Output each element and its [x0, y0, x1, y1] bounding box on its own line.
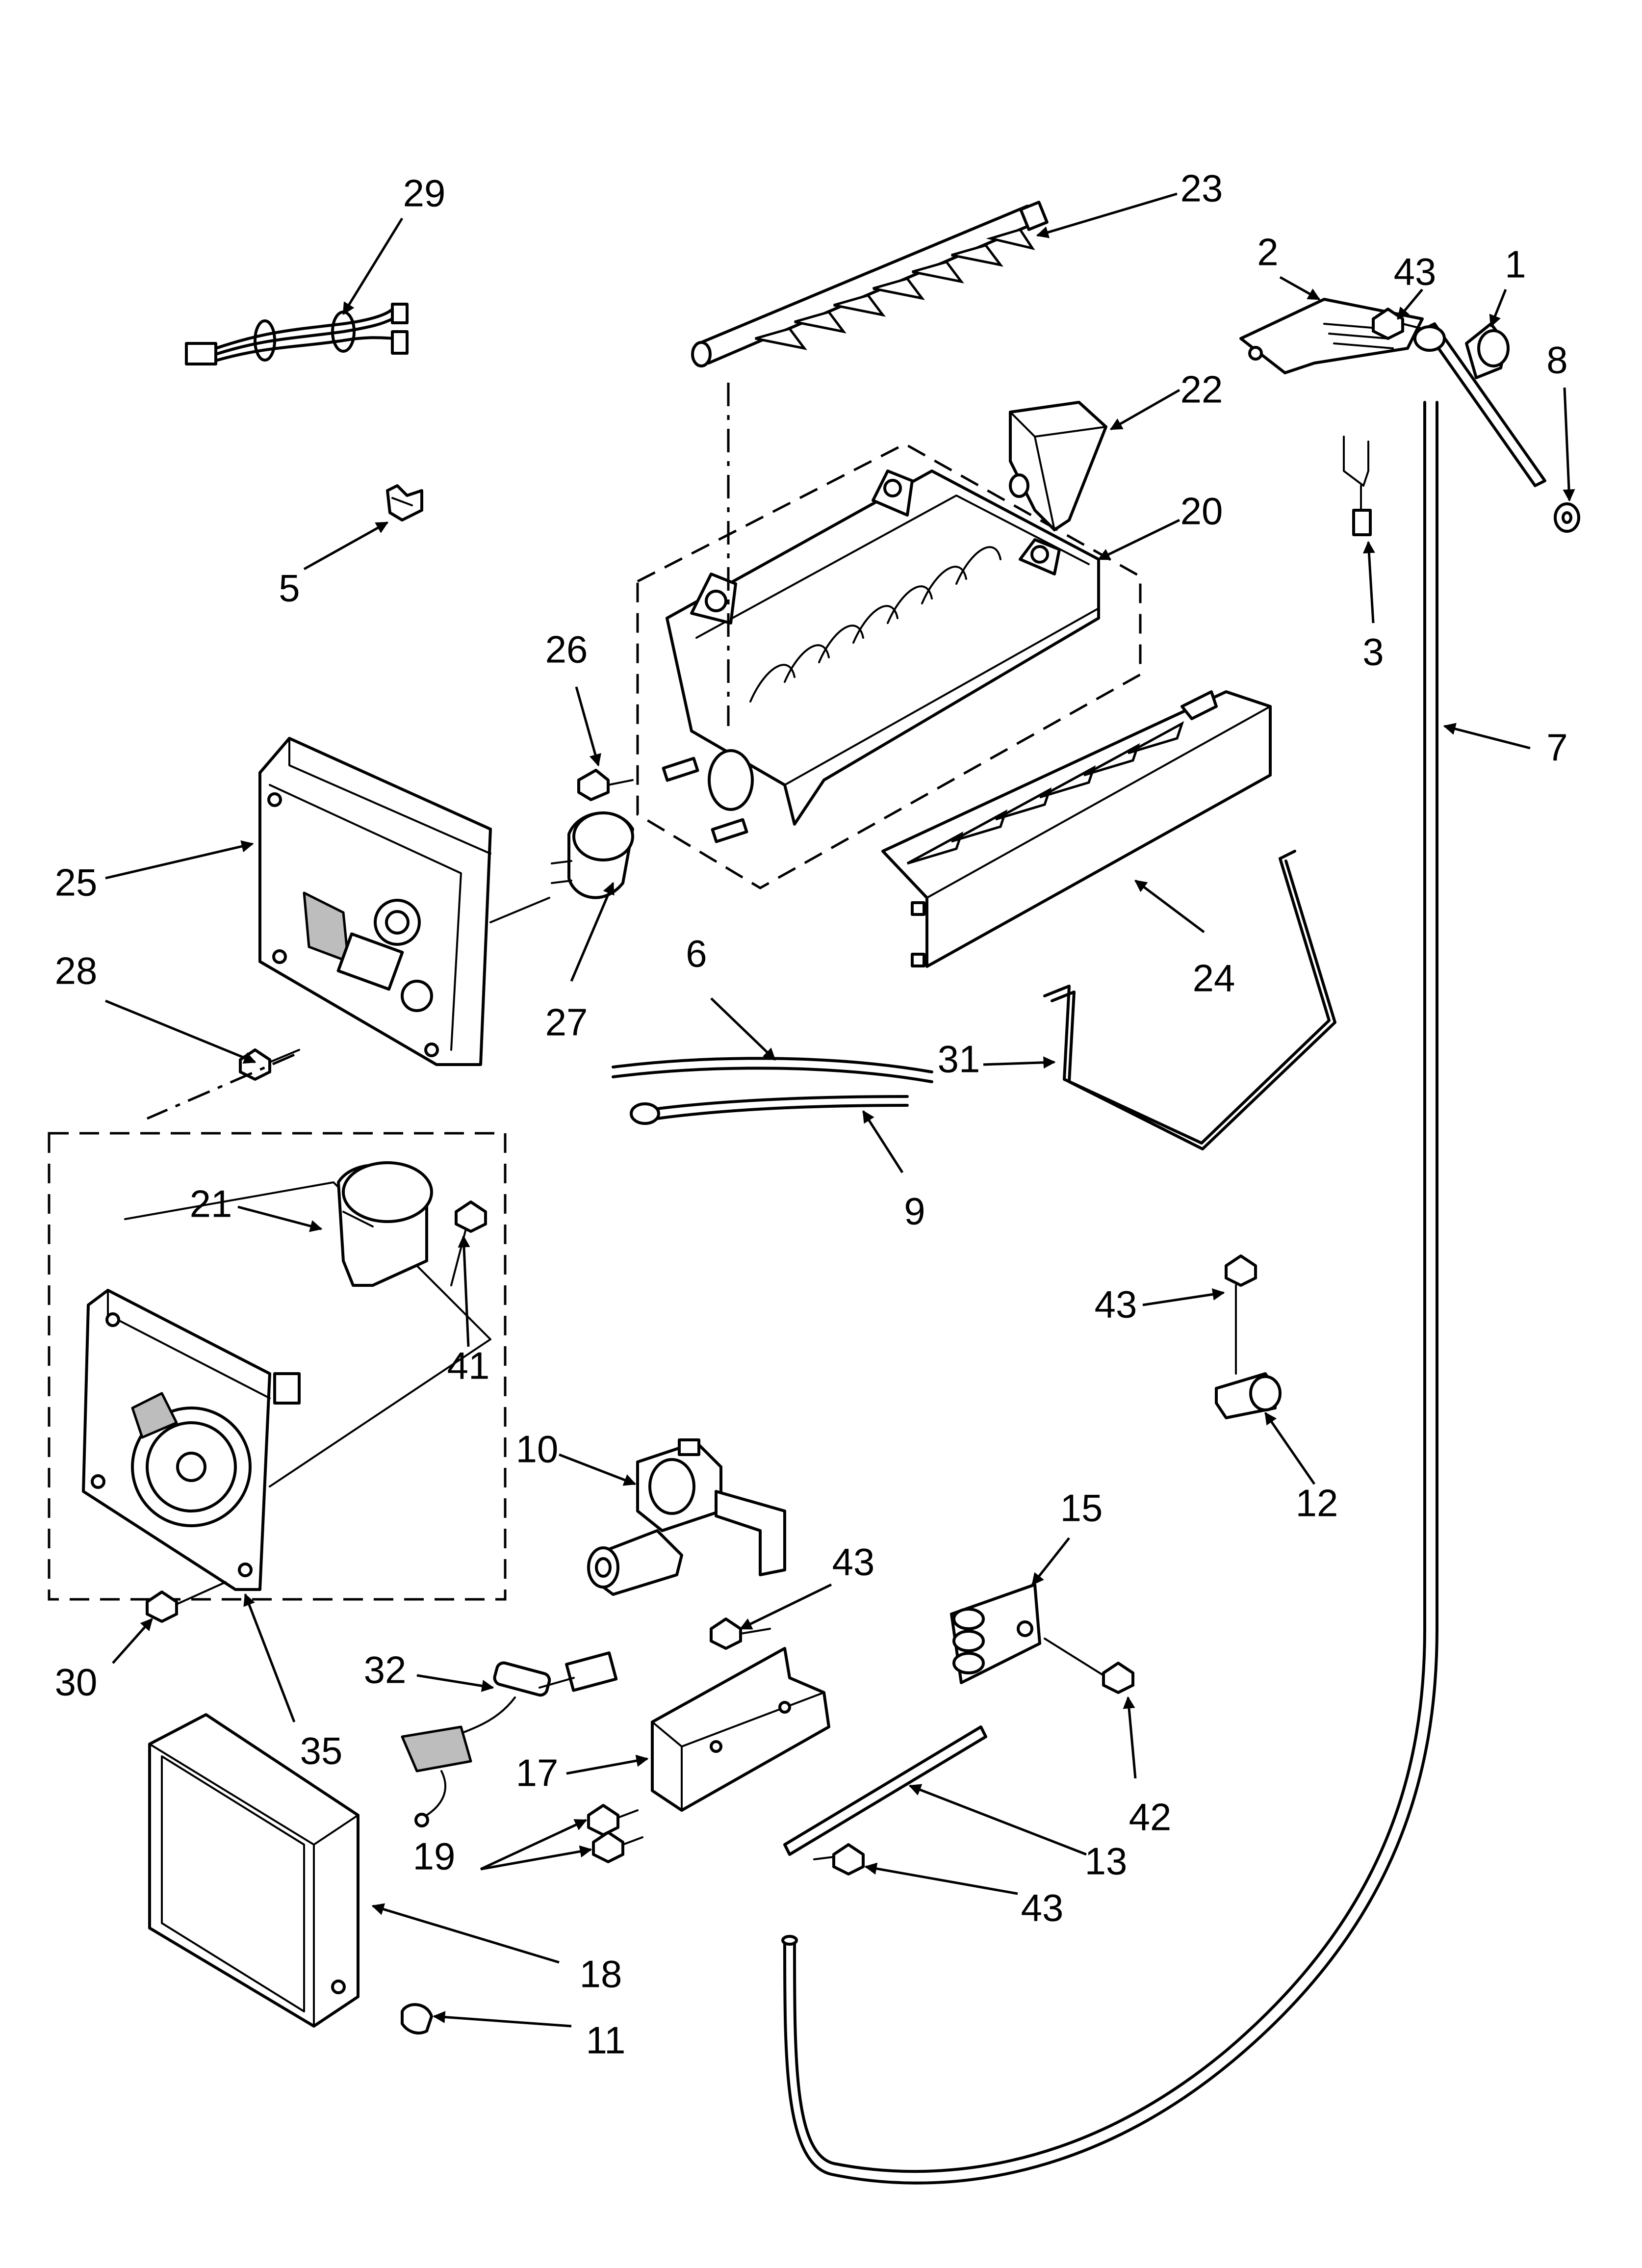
label-32: 32 [364, 1648, 407, 1692]
label-19: 19 [413, 1835, 456, 1878]
part-20-ice-mold [636, 443, 1142, 889]
part-22-fill-cup [1009, 401, 1107, 531]
part-11-plug [401, 2003, 433, 2034]
label-22: 22 [1180, 368, 1223, 411]
label-27: 27 [545, 1001, 588, 1044]
part-23-ejector [691, 201, 1049, 367]
dashed-guide-28 [147, 1053, 295, 1120]
label-5: 5 [279, 567, 300, 610]
label-23: 23 [1180, 167, 1223, 210]
label-11: 11 [586, 2019, 626, 2062]
part-25-control-housing [258, 737, 492, 1066]
part-41-screw [450, 1200, 487, 1286]
part-12-clamp [1215, 1372, 1282, 1419]
part-9-tube [630, 1095, 909, 1125]
part-17-mounting-bracket [651, 1647, 830, 1812]
label-28: 28 [55, 949, 98, 992]
label-43-top: 43 [1394, 250, 1437, 293]
label-41: 41 [447, 1344, 490, 1387]
fill-tube [1413, 322, 1546, 487]
group-box-35 [48, 1132, 507, 1601]
label-1: 1 [1505, 243, 1526, 286]
label-9: 9 [904, 1190, 925, 1233]
part-43-screw-bracket [710, 1617, 771, 1650]
part-number-labels: 29 5 23 2 43 1 8 22 20 3 7 26 25 27 24 2… [55, 167, 1568, 2062]
part-26-screw [577, 769, 634, 801]
label-10: 10 [516, 1428, 559, 1471]
label-29: 29 [403, 172, 446, 215]
label-6: 6 [686, 932, 707, 975]
part-42-screw [1044, 1638, 1134, 1694]
label-13: 13 [1085, 1840, 1128, 1883]
part-31-shutoff-arm [1043, 850, 1336, 1150]
label-21: 21 [190, 1182, 232, 1225]
label-2: 2 [1257, 231, 1278, 274]
part-43-screw-clamp [1225, 1254, 1257, 1375]
label-35: 35 [300, 1729, 343, 1773]
label-25: 25 [55, 861, 98, 904]
part-29-wire-harness [185, 303, 409, 365]
part-35-module [82, 1289, 301, 1591]
label-30: 30 [55, 1661, 98, 1704]
label-8: 8 [1546, 339, 1567, 382]
part-27-thermostat [551, 811, 634, 899]
label-24: 24 [1193, 957, 1235, 1000]
part-24-ice-stripper [881, 690, 1272, 968]
part-43-screw-top [1372, 308, 1423, 340]
label-20: 20 [1180, 490, 1223, 533]
part-1-fitting [1465, 322, 1510, 379]
part-28-screw [239, 1048, 300, 1081]
label-43-bracket: 43 [832, 1540, 875, 1584]
part-7-water-tube [781, 401, 1438, 2185]
label-3: 3 [1362, 630, 1384, 674]
label-18: 18 [580, 1953, 622, 1996]
label-26: 26 [545, 628, 588, 671]
label-42: 42 [1129, 1796, 1172, 1839]
label-15: 15 [1060, 1486, 1103, 1530]
label-12: 12 [1296, 1482, 1338, 1525]
label-17: 17 [516, 1751, 559, 1795]
label-7: 7 [1546, 726, 1567, 769]
label-31: 31 [938, 1038, 980, 1081]
part-13-strip [783, 1725, 987, 1856]
part-10-water-valve [587, 1438, 786, 1596]
part-6-tube [612, 1057, 933, 1083]
leader-arrows [105, 192, 1575, 2028]
label-43-clamp: 43 [1095, 1283, 1137, 1326]
part-32-wiring [401, 1651, 618, 1827]
part-8-washer [1554, 502, 1580, 533]
part-30-screw [146, 1581, 227, 1623]
part-19-screws [587, 1804, 643, 1863]
label-43-strip: 43 [1021, 1886, 1064, 1929]
part-3-terminal [1343, 436, 1372, 536]
part-15-bracket [950, 1583, 1041, 1684]
part-43-screw-strip [813, 1843, 865, 1876]
part-5-clip [386, 484, 423, 521]
line-25-to-27 [489, 897, 550, 923]
part-18-cover [148, 1713, 359, 2028]
part-21-motor [337, 1161, 433, 1287]
